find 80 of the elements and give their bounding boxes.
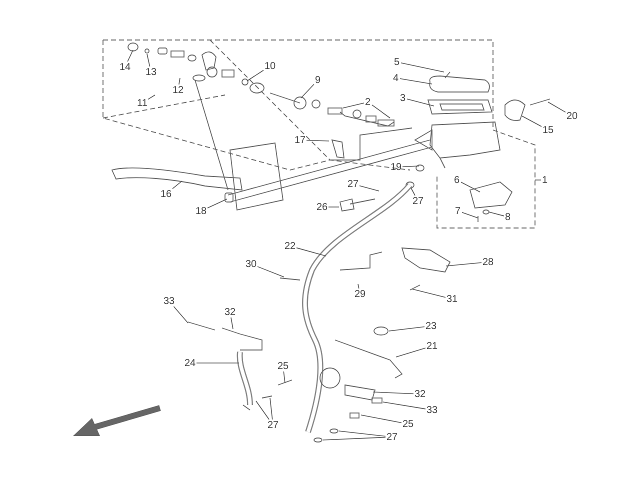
- callout-number: 5: [393, 56, 401, 68]
- leader-line: [400, 62, 444, 72]
- callout-number: 9: [314, 74, 322, 86]
- leader-line: [406, 98, 434, 106]
- leader-line: [360, 414, 402, 424]
- leader-line: [178, 78, 180, 85]
- leader-line: [256, 400, 270, 420]
- callout-number: 19: [390, 162, 403, 172]
- callout-number: 3: [399, 92, 407, 104]
- leader-line: [283, 371, 286, 384]
- leader-line: [548, 102, 566, 113]
- callout-number: 33: [426, 404, 439, 416]
- leader-line: [322, 436, 386, 440]
- leader-line: [372, 104, 390, 118]
- callout-number: 1: [541, 174, 549, 186]
- leader-line: [246, 70, 264, 82]
- callout-number: 8: [504, 212, 512, 222]
- leader-line: [359, 185, 380, 192]
- leader-line: [488, 212, 504, 216]
- callout-number: 15: [542, 124, 555, 136]
- leader-line: [270, 398, 273, 420]
- callout-number: 28: [482, 256, 495, 268]
- leader-line: [207, 198, 228, 208]
- leader-line: [462, 212, 478, 218]
- callout-number: 14: [118, 62, 132, 72]
- leader-line: [257, 266, 284, 278]
- callout-number: 16: [160, 188, 173, 200]
- leader-line: [148, 94, 156, 100]
- leader-line: [296, 247, 326, 256]
- callout-number: 29: [354, 288, 367, 300]
- leader-line: [342, 102, 364, 108]
- callout-number: 27: [386, 432, 399, 442]
- callout-number: 23: [424, 320, 438, 332]
- leader-line: [460, 182, 480, 192]
- callout-number: 12: [172, 84, 185, 96]
- callout-number: 4: [392, 72, 400, 84]
- leader-line: [372, 392, 414, 394]
- leader-line: [446, 262, 482, 266]
- callout-number: 17: [294, 134, 307, 146]
- callout-number: 27: [266, 420, 280, 430]
- leader-line: [196, 362, 240, 364]
- callout-number: 31: [446, 294, 459, 304]
- callout-number: 21: [426, 340, 439, 352]
- leader-line: [412, 288, 446, 298]
- callout-number: 10: [264, 60, 277, 72]
- leader-line: [410, 188, 416, 196]
- leader-line: [396, 348, 426, 358]
- callout-number: 11: [136, 98, 148, 108]
- callout-number: 20: [566, 110, 579, 122]
- leader-line: [388, 326, 425, 332]
- leader-line: [522, 116, 542, 127]
- leader-line: [306, 140, 330, 142]
- callout-number: 32: [414, 388, 427, 400]
- callout-number: 24: [184, 358, 197, 368]
- leader-line: [328, 206, 340, 208]
- leader-line: [172, 180, 182, 190]
- callout-number: 22: [284, 240, 297, 252]
- callout-number: 18: [194, 206, 208, 216]
- callout-number: 27: [412, 196, 425, 206]
- leader-line: [402, 166, 420, 168]
- leader-line: [173, 306, 188, 324]
- leader-line: [300, 84, 314, 98]
- leader-line: [230, 317, 234, 330]
- callout-number: 7: [454, 206, 462, 216]
- leader-line: [127, 50, 134, 62]
- leader-line: [146, 54, 150, 67]
- callout-number: 33: [162, 296, 176, 306]
- callout-number: 27: [346, 178, 360, 190]
- callout-number: 2: [364, 96, 372, 108]
- callout-number: 6: [453, 174, 461, 186]
- callout-number: 26: [316, 202, 329, 212]
- callout-number: 25: [276, 360, 290, 372]
- callout-number: 30: [244, 258, 258, 270]
- leader-line: [358, 284, 360, 289]
- callout-number: 32: [224, 306, 237, 318]
- leader-line: [338, 430, 386, 437]
- leader-line: [400, 78, 432, 84]
- callout-number: 25: [402, 418, 415, 430]
- leader-line: [382, 402, 426, 410]
- callout-number: 13: [144, 66, 158, 78]
